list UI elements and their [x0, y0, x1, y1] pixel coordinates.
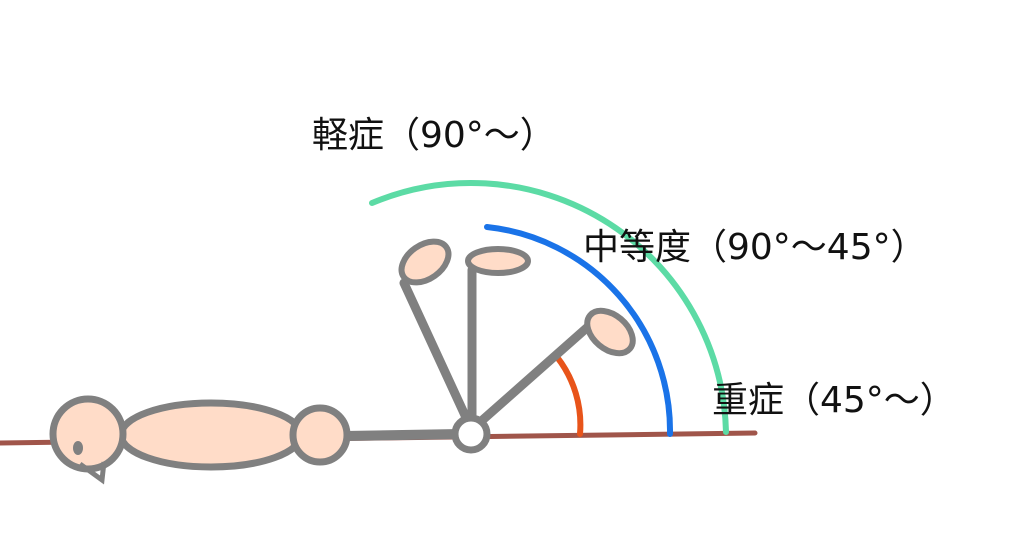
person-figure	[49, 238, 636, 485]
foot-45-degrees	[584, 307, 636, 357]
hip-line	[340, 429, 465, 441]
moderate-range-arc	[484, 224, 674, 437]
head	[49, 395, 127, 485]
nose	[78, 461, 107, 485]
leg-position-near-vertical	[399, 278, 474, 429]
hip-joint	[451, 414, 491, 454]
moderate-severity-label: 中等度（90°〜45°）	[583, 227, 927, 268]
severe-severity-label: 重症（45°〜）	[712, 380, 956, 421]
foot-near-vertical	[398, 238, 452, 286]
hand	[289, 404, 351, 466]
mild-severity-label: 軽症（90°〜）	[312, 115, 556, 156]
foot-vertical	[465, 246, 531, 276]
eye	[73, 441, 83, 455]
torso	[117, 399, 305, 471]
severe-range-arc	[554, 354, 584, 437]
mild-range-arc	[369, 179, 729, 435]
leg-position-45-degrees	[473, 320, 595, 429]
